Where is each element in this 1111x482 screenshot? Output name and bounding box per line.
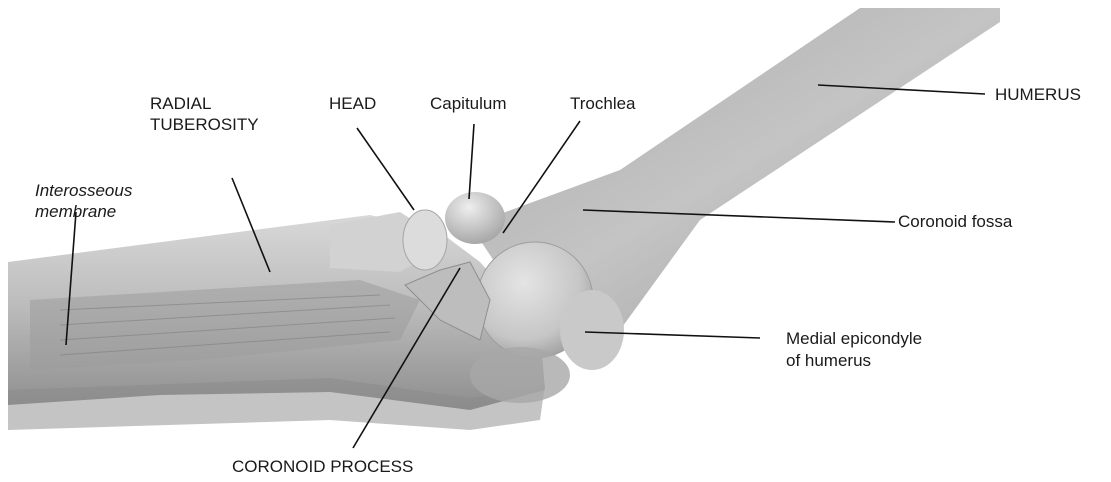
label-radial-line1: RADIAL xyxy=(150,93,211,114)
label-trochlea: Trochlea xyxy=(570,93,636,114)
label-medial-line1: Medial epicondyle xyxy=(786,328,922,349)
radial-head xyxy=(403,210,447,270)
label-medial-line2: of humerus xyxy=(786,350,871,371)
label-head: HEAD xyxy=(329,93,376,114)
label-coronoid-process: CORONOID PROCESS xyxy=(232,456,413,477)
leader-head xyxy=(357,128,414,210)
olecranon-shape xyxy=(470,347,570,403)
label-humerus: HUMERUS xyxy=(995,84,1081,105)
medial-epicondyle-shape xyxy=(560,290,624,370)
label-capitulum: Capitulum xyxy=(430,93,507,114)
label-coronoid-fossa: Coronoid fossa xyxy=(898,211,1012,232)
label-interosseous-line2: membrane xyxy=(35,201,116,222)
label-interosseous-line1: Interosseous xyxy=(35,180,132,201)
leader-capitulum xyxy=(469,124,474,199)
label-radial-line2: TUBEROSITY xyxy=(150,114,259,135)
capitulum-shape xyxy=(445,192,505,244)
